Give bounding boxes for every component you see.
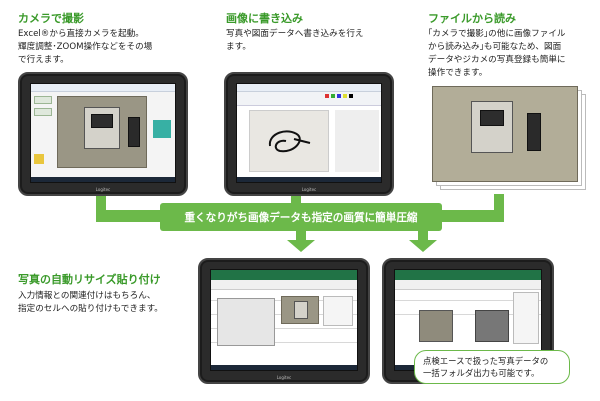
write-section-title: 画像に書き込み xyxy=(226,12,303,25)
breaker-box xyxy=(527,113,541,151)
resize-desc-line-2: 指定のセルへの貼り付けもできます。 xyxy=(18,304,163,314)
paint-side-panel xyxy=(335,110,379,172)
tablet-excel-screen xyxy=(210,269,358,371)
file-desc-line-3: データやジカメの写真登録も簡単に xyxy=(428,55,566,65)
camera-side-button xyxy=(34,108,52,116)
meter-glass xyxy=(91,114,113,128)
paint-window-titlebar xyxy=(237,84,381,92)
write-section-desc: 写真や図面データへ書き込みを行え ます。 xyxy=(226,28,406,54)
camera-settings-button xyxy=(34,154,44,164)
camera-side-button xyxy=(34,96,52,104)
resize-desc-line-1: 入力情報との関連付けはもちろん、 xyxy=(18,291,156,301)
export-callout: 点検エースで扱った写真データの 一括フォルダ出力も可能です。 xyxy=(414,350,570,384)
tablet-write: Logitec xyxy=(224,72,394,196)
excel-form-panel xyxy=(323,296,353,326)
callout-line-2: 一括フォルダ出力も可能です。 xyxy=(423,368,540,378)
export-thumb-1 xyxy=(419,310,453,342)
paint-toolbar xyxy=(237,92,381,106)
excel-titlebar xyxy=(395,270,541,280)
tablet-excel-resize: Logitec xyxy=(198,258,370,384)
excel-titlebar xyxy=(211,270,357,280)
file-desc-line-2: から読み込み｣も可能なため、図面 xyxy=(428,42,562,52)
resize-section-desc: 入力情報との関連付けはもちろん、 指定のセルへの貼り付けもできます。 xyxy=(18,290,203,316)
handwriting-scribble-icon xyxy=(268,130,311,153)
export-side-panel xyxy=(513,292,539,344)
camera-shutter-button xyxy=(153,120,171,138)
connector-right-vertical xyxy=(494,194,504,214)
tablet-camera-screen xyxy=(30,83,176,183)
file-desc-line-4: 操作できます。 xyxy=(428,68,488,78)
camera-desc-line-2: 輝度調整･ZOOM操作などをその場 xyxy=(18,42,153,52)
breaker-box xyxy=(128,117,140,147)
tablet-brand-label: Logitec xyxy=(95,187,111,192)
windows-taskbar xyxy=(211,365,357,370)
file-section-desc: ｢カメラで撮影｣の他に画像ファイル から読み込み｣も可能なため、図面 データやジ… xyxy=(428,28,598,80)
tablet-write-screen xyxy=(236,83,382,183)
pasted-photo-cell xyxy=(281,296,319,324)
file-desc-line-1: ｢カメラで撮影｣の他に画像ファイル xyxy=(428,29,566,39)
arrow-down-right-icon xyxy=(409,240,437,252)
write-desc-line-2: ます。 xyxy=(226,42,251,52)
tablet-brand-label: Logitec xyxy=(301,187,317,192)
tablet-brand-label: Logitec xyxy=(276,375,292,380)
resize-section-title: 写真の自動リサイズ貼り付け xyxy=(18,273,161,286)
file-section-title: ファイルから読み xyxy=(428,12,516,25)
camera-desc-line-1: Excel®から直接カメラを起動。 xyxy=(18,29,144,39)
camera-section-title: カメラで撮影 xyxy=(18,12,84,25)
write-desc-line-1: 写真や図面データへ書き込みを行え xyxy=(226,29,364,39)
meter-box xyxy=(471,101,513,153)
export-thumb-2 xyxy=(475,310,509,342)
drawing-canvas xyxy=(249,110,329,172)
arrow-stem-middle xyxy=(296,222,306,242)
excel-ribbon xyxy=(395,280,541,290)
windows-taskbar xyxy=(31,177,175,182)
drawing-image-cell xyxy=(217,298,275,346)
callout-line-1: 点検エースで扱った写真データの xyxy=(423,356,549,366)
compression-banner-text: 重くなりがち画像データも指定の画質に簡単圧縮 xyxy=(184,211,418,224)
connector-left-vertical xyxy=(96,194,106,214)
camera-section-desc: Excel®から直接カメラを起動。 輝度調整･ZOOM操作などをその場 で行えま… xyxy=(18,28,203,67)
camera-window-titlebar xyxy=(31,84,175,92)
meter-glass xyxy=(480,110,504,126)
arrow-stem-right xyxy=(418,222,428,242)
windows-taskbar xyxy=(237,177,381,182)
excel-ribbon xyxy=(211,280,357,290)
camera-preview-photo xyxy=(57,96,147,168)
photo-file-top xyxy=(432,86,578,182)
arrow-down-middle-icon xyxy=(287,240,315,252)
camera-desc-line-3: で行えます。 xyxy=(18,55,69,65)
tablet-camera: Logitec xyxy=(18,72,188,196)
meter-box xyxy=(84,107,120,149)
